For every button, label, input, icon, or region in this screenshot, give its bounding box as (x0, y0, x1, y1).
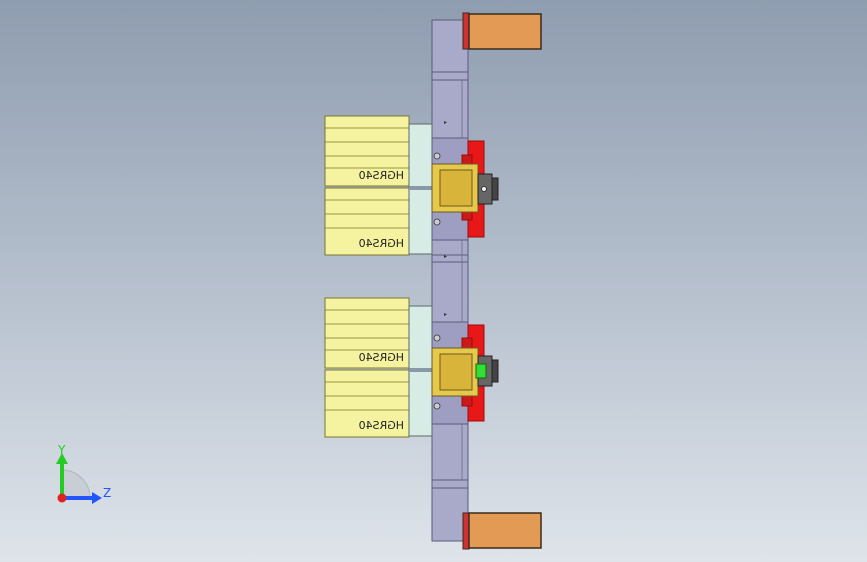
y-axis-arrow (56, 453, 68, 464)
cylinder-label-2: HGRS40 (359, 237, 404, 250)
cylinder-label-3: HGRS40 (359, 351, 404, 364)
svg-text:▸: ▸ (444, 253, 447, 260)
cylinder-block-3[interactable]: HGRS40 (324, 297, 410, 369)
bottom-end-block[interactable] (462, 512, 542, 550)
cylinder-label-1: HGRS40 (359, 169, 404, 182)
coordinate-triad: Y Z (56, 443, 111, 504)
upper-gripper-assembly[interactable]: HGRS40 HGRS40 (324, 115, 499, 256)
y-axis-label: Y (57, 443, 66, 457)
cylinder-block-1[interactable]: HGRS40 (324, 115, 410, 187)
cylinder-label-4: HGRS40 (359, 419, 404, 432)
z-axis-arrow (92, 492, 102, 504)
z-axis-label: Z (103, 486, 111, 500)
top-end-block[interactable] (462, 12, 542, 50)
cylinder-block-2[interactable]: HGRS40 (324, 187, 410, 256)
svg-text:▸: ▸ (444, 119, 447, 126)
lower-gripper-assembly[interactable]: HGRS40 HGRS40 (324, 297, 499, 438)
triad-arc (61, 469, 91, 499)
x-axis-origin (57, 493, 67, 503)
cylinder-block-4[interactable]: HGRS40 (324, 369, 410, 438)
main-plate[interactable]: ▸ ▸ ▸ (431, 19, 469, 542)
svg-text:▸: ▸ (444, 311, 447, 318)
